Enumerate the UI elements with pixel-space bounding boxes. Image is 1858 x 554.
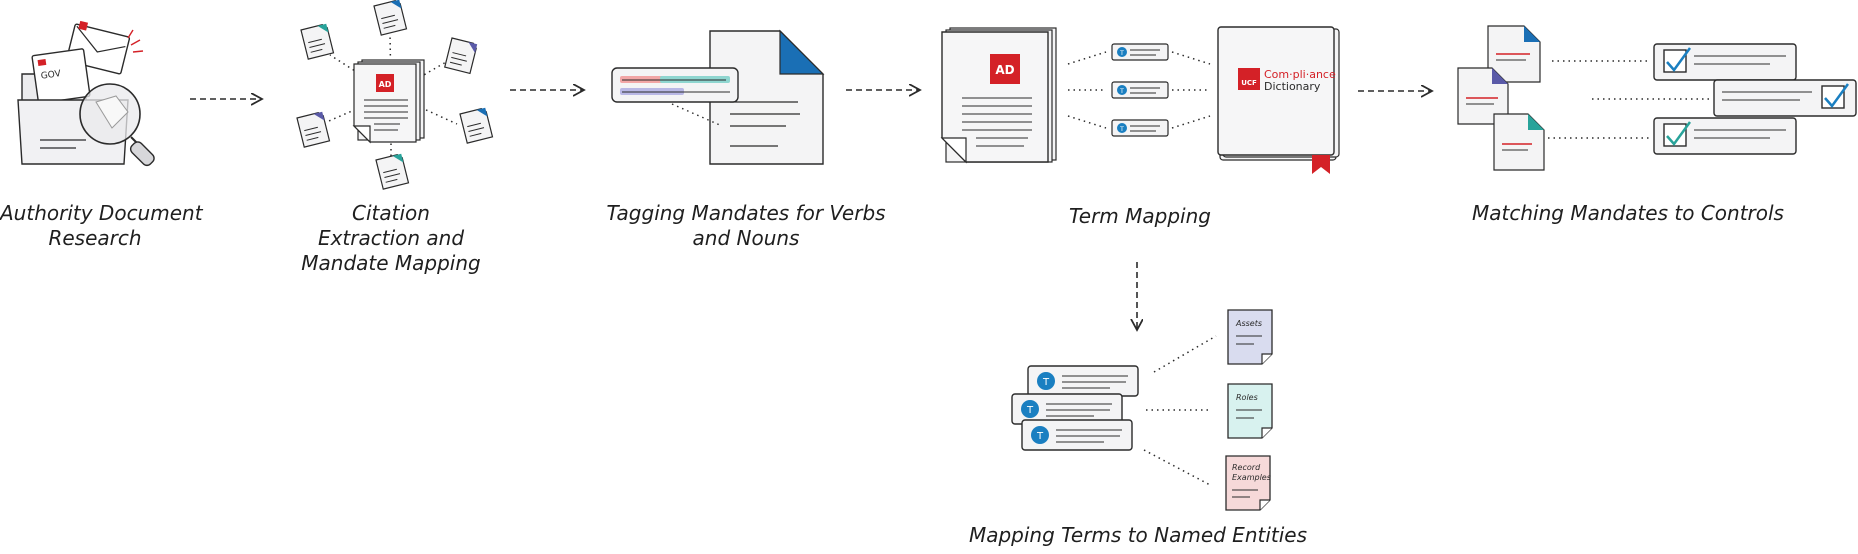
authority-research-label: Authority Document Research: [0, 201, 203, 251]
authority-research-label-line1: Authority Document: [0, 201, 203, 225]
tagging-label-line2: and Nouns: [692, 226, 800, 250]
tagging-mandates-icon: [611, 29, 825, 165]
term-badge: T: [1042, 377, 1050, 388]
assets-label: Assets: [1235, 319, 1262, 328]
term-mapping-label-line1: Term Mapping: [1069, 204, 1211, 228]
tagging-label: Tagging Mandates for Verbs and Nouns: [606, 201, 886, 251]
named-entities-label: Mapping Terms to Named Entities: [968, 523, 1308, 548]
authority-research-label-line2: Research: [48, 226, 142, 250]
record-examples-label-line1: Record: [1232, 463, 1261, 472]
roles-entity-card: Roles: [1227, 383, 1273, 439]
ucf-logo: UCF: [1241, 79, 1257, 87]
mandate-document-icon: [1457, 67, 1509, 125]
named-entities-icon: T T T Assets Roles: [1011, 309, 1273, 511]
mandate-document-icon: [1493, 113, 1545, 171]
term-badge: T: [1119, 88, 1124, 95]
term-card: T: [1021, 419, 1133, 451]
matching-controls-icon: [1457, 25, 1857, 171]
roles-label: Roles: [1236, 393, 1258, 402]
ad-badge: AD: [995, 63, 1014, 77]
authority-research-icon: GOV: [17, 20, 155, 167]
term-chip: T: [1111, 81, 1169, 99]
assets-entity-card: Assets: [1227, 309, 1273, 365]
term-badge: T: [1036, 431, 1044, 442]
gov-badge: GOV: [40, 69, 62, 82]
term-badge: T: [1119, 50, 1124, 57]
ad-document-stack-icon: AD: [940, 27, 1057, 164]
ad-document-stack-icon: AD: [352, 59, 425, 144]
control-checkbox-card: [1653, 43, 1797, 81]
tag-highlight-bubble: [611, 67, 739, 103]
dictionary-title-line1: Com·pli·ance: [1264, 68, 1336, 81]
ad-badge: AD: [379, 80, 392, 89]
term-badge: T: [1119, 126, 1124, 133]
control-checkbox-card: [1653, 117, 1797, 155]
tagging-label-line1: Tagging Mandates for Verbs: [606, 201, 886, 225]
term-mapping-icon: AD T T T: [940, 26, 1340, 174]
citation-label: Citation Extraction and Mandate Mapping: [291, 201, 491, 276]
record-examples-entity-card: Record Examples: [1225, 455, 1271, 511]
term-chip: T: [1111, 119, 1169, 137]
term-mapping-label: Term Mapping: [1030, 204, 1250, 229]
record-examples-label-line2: Examples: [1232, 473, 1271, 482]
bookmark-ribbon-icon: [1312, 155, 1330, 174]
citation-label-line3: Mandate Mapping: [301, 251, 481, 275]
matching-label: Matching Mandates to Controls: [1468, 201, 1788, 226]
gov-document-icon: GOV: [31, 48, 91, 104]
term-card: T: [1027, 365, 1139, 397]
satellite-document-icon: [296, 0, 494, 190]
matching-label-line1: Matching Mandates to Controls: [1472, 201, 1784, 225]
dictionary-title-line2: Dictionary: [1264, 80, 1321, 93]
compliance-dictionary-book-icon: UCF Com·pli·ance Dictionary: [1217, 26, 1340, 174]
control-checkbox-card: [1713, 79, 1857, 117]
citation-label-line1: Citation: [352, 201, 430, 225]
term-badge: T: [1026, 405, 1034, 416]
named-entities-label-line1: Mapping Terms to Named Entities: [968, 523, 1308, 547]
term-chip: T: [1111, 43, 1169, 61]
citation-label-line2: Extraction and: [317, 226, 465, 250]
magnifier-icon: [79, 83, 155, 167]
citation-extraction-icon: AD: [296, 0, 494, 190]
